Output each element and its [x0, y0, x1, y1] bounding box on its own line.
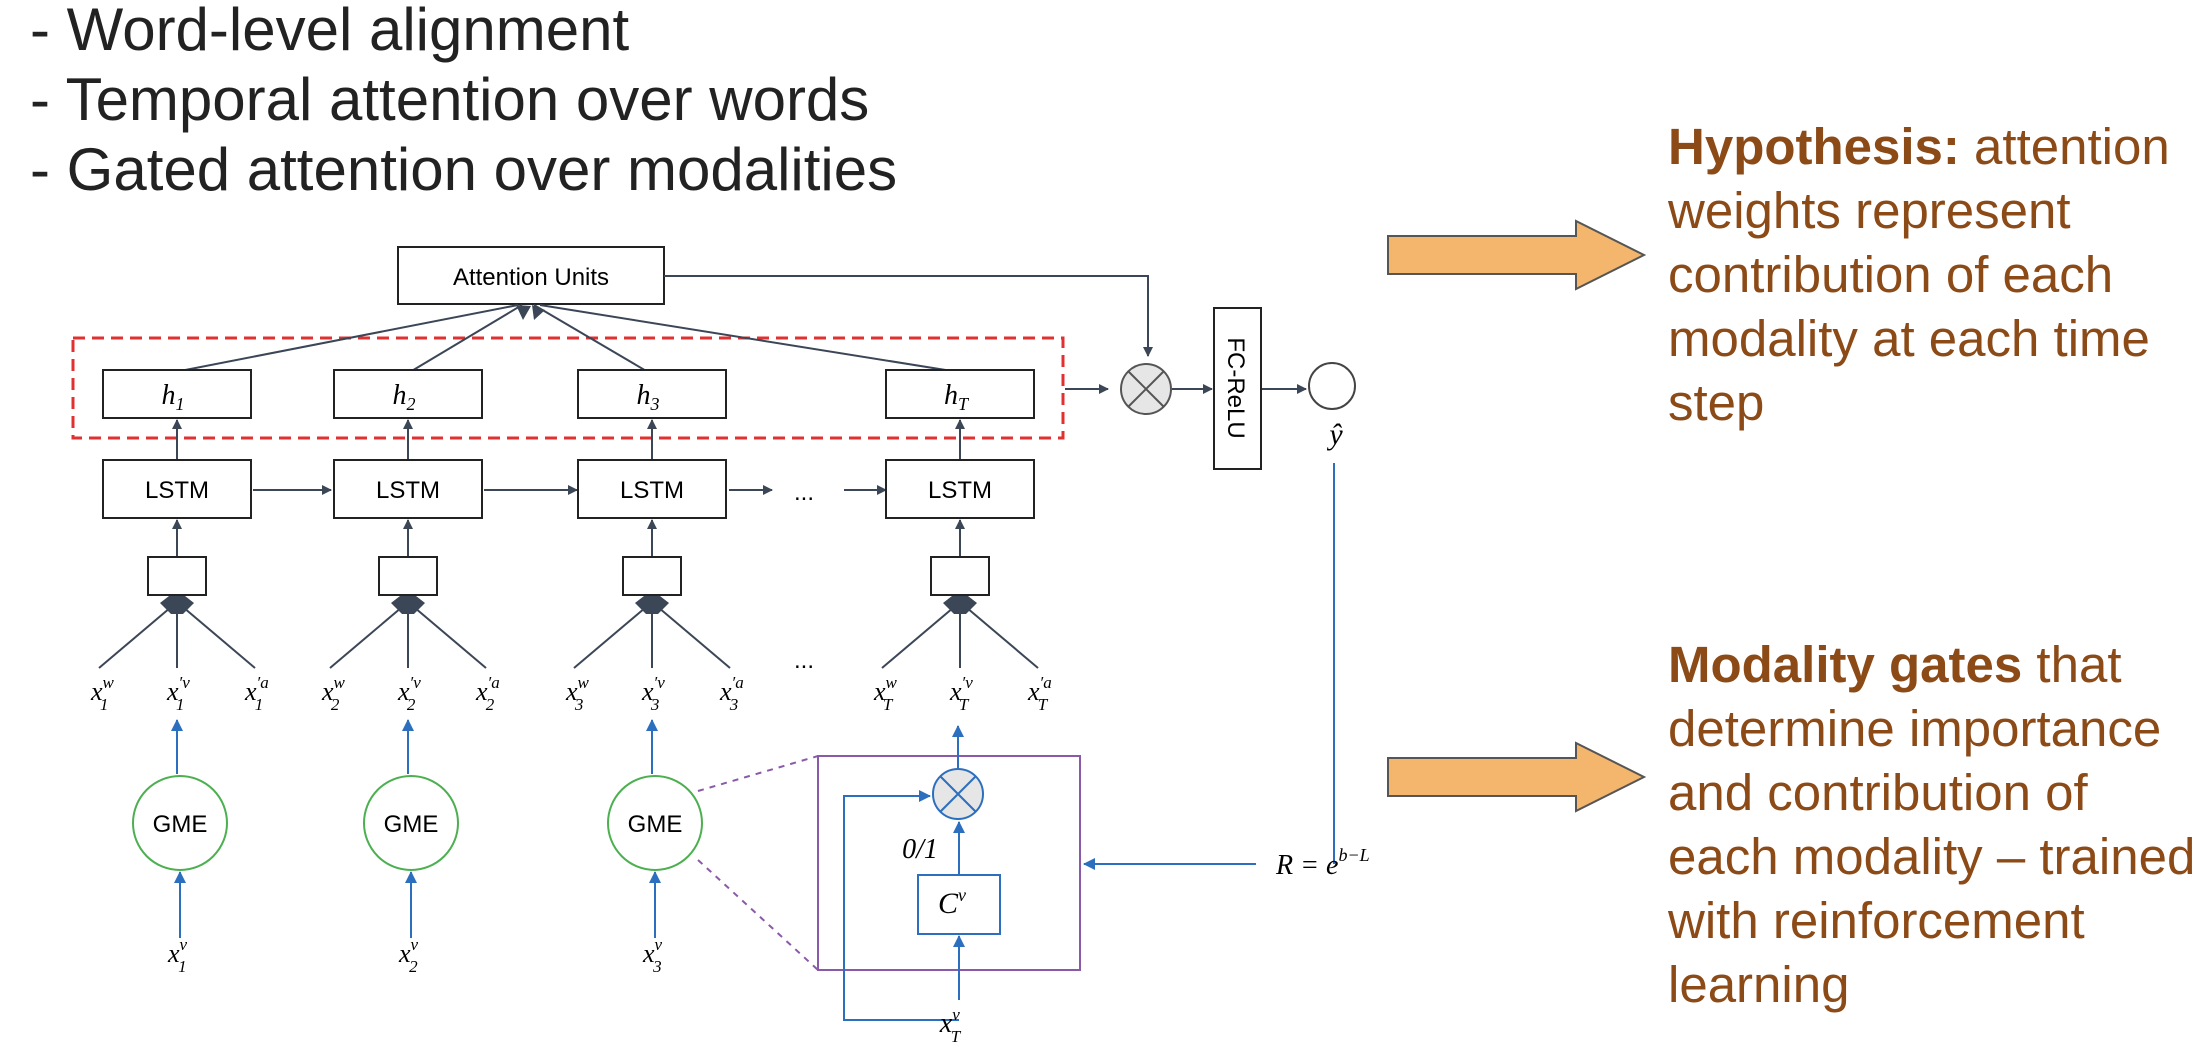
gme-label: GME: [628, 811, 683, 838]
lstm-label: LSTM: [376, 477, 440, 504]
merge-arrowhead: [160, 596, 194, 614]
hidden-state-box: [885, 369, 1035, 419]
merge-arrowhead: [635, 596, 669, 614]
output-node: [1308, 362, 1356, 410]
lstm-box: [102, 459, 252, 519]
lstm-label: LSTM: [928, 477, 992, 504]
skip-connection-arrow: [843, 790, 959, 1021]
model-architecture-diagram: Attention Units FC-ReLU ŷ: [71, 246, 1370, 1046]
fc-relu-label: FC-ReLU: [1222, 337, 1249, 438]
lstm-box: [333, 459, 483, 519]
bullet-item: - Word-level alignment: [30, 0, 630, 63]
concat-box: [147, 556, 207, 596]
hidden-states-highlight: [71, 336, 1065, 440]
c-v-box: [917, 874, 1001, 935]
gates-arrow: [1387, 741, 1647, 813]
concat-box: [930, 556, 990, 596]
hidden-state-label: h3: [637, 380, 660, 414]
gme-label: GME: [384, 811, 439, 838]
lstm-label: LSTM: [145, 477, 209, 504]
acoustic-input-line: [407, 601, 487, 669]
lstm-box: [885, 459, 1035, 519]
fc-relu-box: [1213, 307, 1262, 470]
hypothesis-arrow: [1387, 219, 1647, 291]
gate-detail-box: [817, 755, 1081, 971]
gates-text: that determine importance and contributi…: [1668, 636, 2196, 1013]
hidden-state-label: h2: [393, 380, 416, 414]
word-input-line: [881, 601, 961, 669]
gates-note: Modality gates that determine importance…: [1668, 633, 2198, 1017]
bullet-item: - Temporal attention over words: [30, 66, 870, 133]
concat-box: [622, 556, 682, 596]
hidden-state-box: [333, 369, 483, 419]
merge-arrowhead: [391, 596, 425, 614]
attention-units-label: Attention Units: [453, 264, 609, 291]
gme-node: [363, 775, 459, 871]
hypothesis-note: Hypothesis: attention weights represent …: [1668, 115, 2198, 435]
multiply-node: [1120, 363, 1172, 415]
word-input-line: [98, 601, 178, 669]
lstm-label: LSTM: [620, 477, 684, 504]
gme-node: [607, 775, 703, 871]
lstm-ellipsis: ...: [794, 479, 814, 506]
hidden-state-box: [102, 369, 252, 419]
gme-node: [132, 775, 228, 871]
acoustic-input-line: [959, 601, 1039, 669]
output-label: ŷ: [1326, 418, 1343, 451]
attention-fan-lines: [174, 304, 959, 373]
concat-box: [378, 556, 438, 596]
hidden-state-label: h1: [162, 380, 185, 414]
merge-arrowhead: [943, 596, 977, 614]
gates-bold: Modality gates: [1668, 636, 2023, 693]
zoom-dash-line: [697, 859, 819, 971]
lstm-box: [577, 459, 727, 519]
attention-arrowhead: [516, 305, 531, 320]
hidden-state-label: hT: [944, 380, 970, 414]
gate-value-label: 0/1: [902, 834, 938, 865]
inputs-ellipsis: ...: [794, 647, 814, 674]
acoustic-input-line: [176, 601, 256, 669]
hidden-state-box: [577, 369, 727, 419]
word-input-line: [573, 601, 653, 669]
attention-to-multiply-line: [664, 275, 1153, 357]
bullet-list: - Word-level alignment - Temporal attent…: [30, 0, 897, 205]
hypothesis-text: attention weights represent contribution…: [1668, 118, 2170, 431]
gate-multiply-node: [932, 768, 984, 820]
acoustic-input-line: [651, 601, 731, 669]
reward-label: R = eb−L: [1275, 845, 1370, 881]
bullet-item: - Gated attention over modalities: [30, 136, 898, 203]
gme-label: GME: [153, 811, 208, 838]
attention-arrowhead: [532, 305, 545, 320]
word-input-line: [329, 601, 409, 669]
hypothesis-bold: Hypothesis:: [1668, 118, 1960, 175]
c-v-label: Cv: [938, 885, 966, 920]
zoom-dash-line: [697, 755, 819, 792]
